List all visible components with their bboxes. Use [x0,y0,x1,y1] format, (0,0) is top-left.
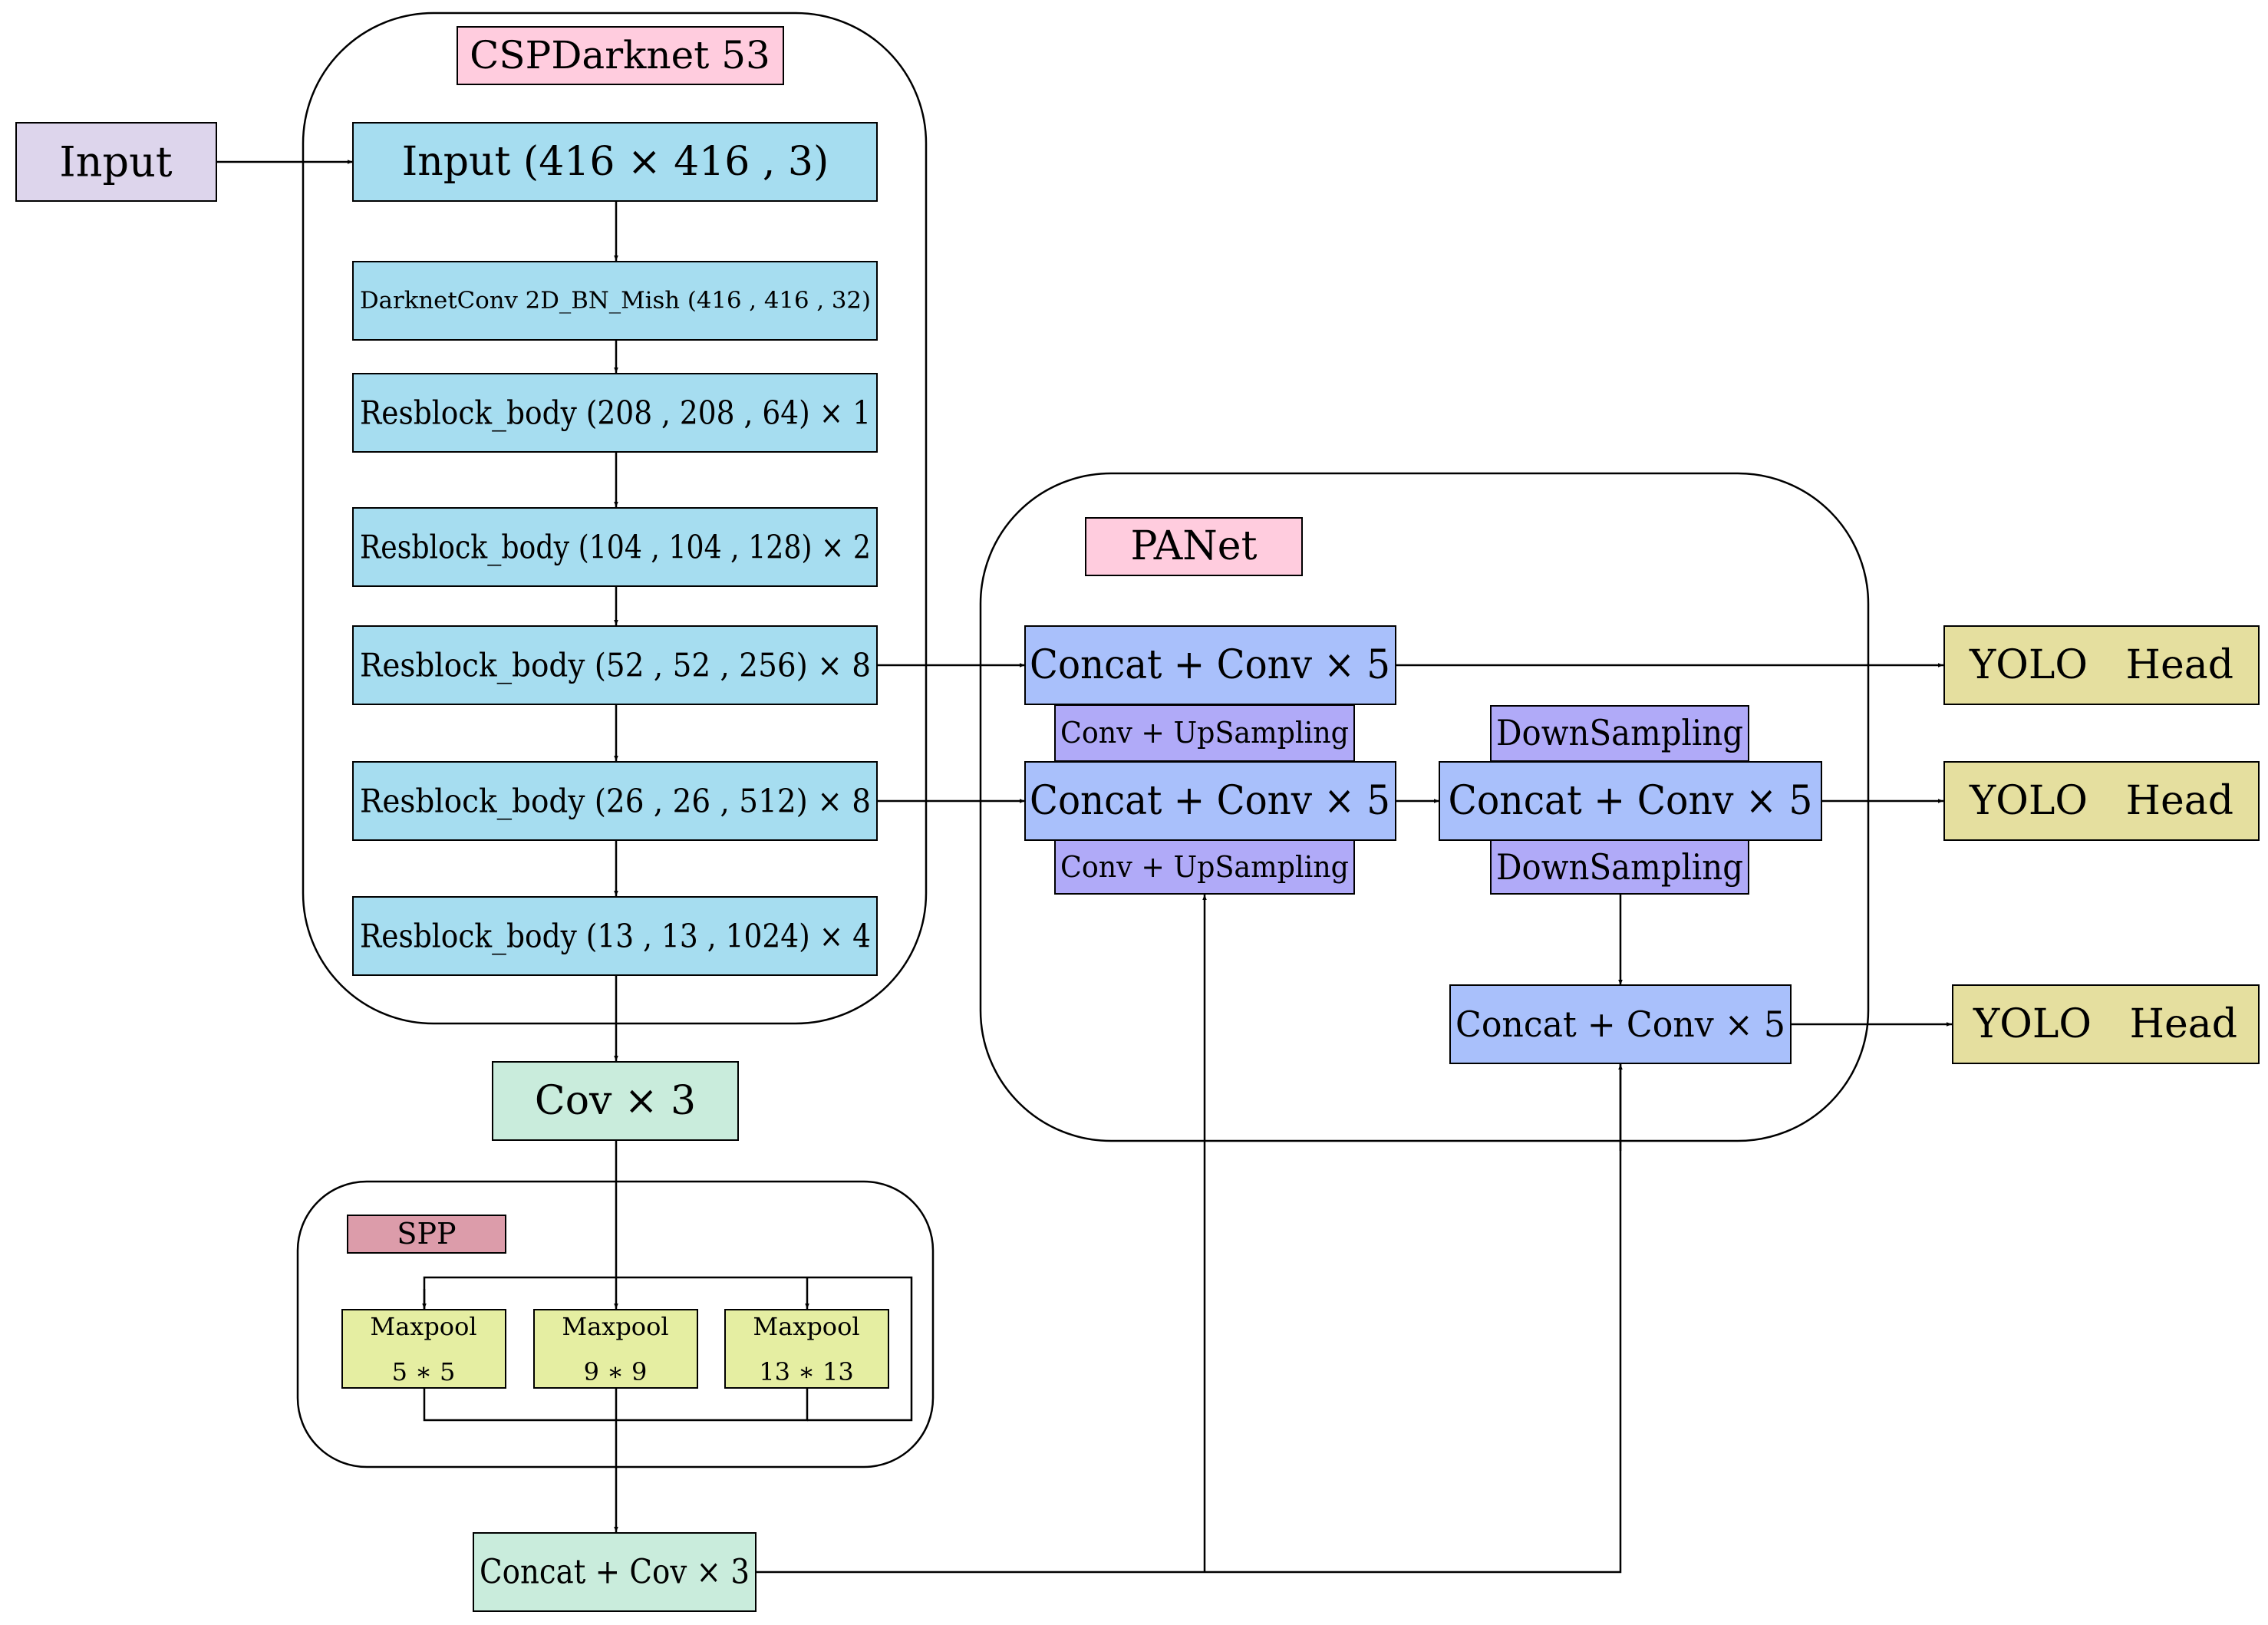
maxpool-9-name: Maxpool [562,1312,668,1341]
resblock-104-text: Resblock_body (104 , 104 , 128) × 2 [360,529,871,566]
panet-upsampling-bottom-node: Conv + UpSampling [1054,839,1355,895]
connectors [216,160,1952,1574]
backbone-input-text: Input (416 × 416 , 3) [402,139,829,185]
darknetconv-block: DarknetConv 2D_BN_Mish (416 , 416 , 32) [352,261,878,341]
panet-concat-bottom-box [1449,984,1792,1064]
maxpool-13-node: Maxpool 13 ∗ 13 [724,1309,889,1389]
cspdarknet-title: CSPDarknet 53 [457,26,784,85]
resblock-13-block: Resblock_body (13 , 13 , 1024) × 4 [352,896,878,976]
panet-upsampling-top-node: Conv + UpSampling [1054,704,1355,762]
panet-group [979,472,1870,1142]
maxpool-5-box [341,1309,506,1389]
resblock-208-box [352,373,878,453]
yolo-head-2-text: YOLO Head [1969,778,2233,824]
panet-downsampling-top-box [1490,705,1749,762]
panet-downsampling-bottom-node: DownSampling [1490,839,1749,895]
maxpool-5-node: Maxpool 5 ∗ 5 [341,1309,506,1389]
maxpool-13-name: Maxpool [753,1312,859,1341]
resblock-26-text: Resblock_body (26 , 26 , 512) × 8 [360,783,871,820]
panet-concat-top-text: Concat + Conv × 5 [1030,642,1390,688]
maxpool-13-box [724,1309,889,1389]
resblock-52-box [352,625,878,705]
resblock-52-text: Resblock_body (52 , 52 , 256) × 8 [360,647,871,684]
panet-downsampling-bottom-box [1490,839,1749,895]
panet-concat-bottom-node: Concat + Conv × 5 [1449,984,1792,1064]
spp-title: SPP [347,1215,506,1254]
input-node: Input [15,122,217,202]
maxpool-13-size: 13 ∗ 13 [759,1357,854,1386]
cspdarknet-group [302,12,928,1025]
yolo-head-2-box [1943,761,2260,841]
cspdarknet-title-box [457,26,784,85]
panet-concat-mid-box [1024,761,1396,841]
backbone-input-box [352,122,878,202]
yolo-head-3-box [1952,984,2260,1064]
maxpool-9-box [533,1309,698,1389]
panet-concat-mid-right-text: Concat + Conv × 5 [1449,778,1813,824]
yolo-head-1-text: YOLO Head [1969,642,2233,688]
input-box [15,122,217,202]
resblock-52-block: Resblock_body (52 , 52 , 256) × 8 [352,625,878,705]
yolo-head-1-box [1943,625,2260,705]
yolo-head-3-node: YOLO Head [1952,984,2260,1064]
panet-concat-top-box [1024,625,1396,705]
darknetconv-text: DarknetConv 2D_BN_Mish (416 , 416 , 32) [360,288,871,315]
resblock-104-box [352,507,878,587]
backbone-input-block: Input (416 × 416 , 3) [352,122,878,202]
panet-upsampling-bottom-box [1054,839,1355,895]
panet-title-box [1085,517,1303,576]
panet-title: PANet [1085,517,1303,576]
panet-concat-mid-right-node: Concat + Conv × 5 [1439,761,1822,841]
yolo-head-2-node: YOLO Head [1943,761,2260,841]
panet-upsampling-top-box [1054,704,1355,762]
conv3-box [492,1061,739,1141]
darknetconv-box [352,261,878,341]
maxpool-5-size: 5 ∗ 5 [392,1357,456,1386]
spp-title-text: SPP [397,1217,456,1251]
maxpool-9-node: Maxpool 9 ∗ 9 [533,1309,698,1389]
panet-upsampling-bottom-text: Conv + UpSampling [1060,850,1349,884]
panet-downsampling-bottom-text: DownSampling [1496,846,1743,888]
yolo-head-1-node: YOLO Head [1943,625,2260,705]
input-label: Input [59,138,172,186]
spp-title-box [347,1215,506,1254]
concat-conv3-box [473,1532,757,1612]
conv3-node: Cov × 3 [492,1061,739,1141]
maxpool-9-size: 9 ∗ 9 [584,1357,648,1386]
concat-conv3-node: Concat + Cov × 3 [473,1532,757,1612]
panet-downsampling-top-node: DownSampling [1490,705,1749,762]
panet-concat-mid-node: Concat + Conv × 5 [1024,761,1396,841]
resblock-104-block: Resblock_body (104 , 104 , 128) × 2 [352,507,878,587]
panet-concat-bottom-text: Concat + Conv × 5 [1455,1004,1785,1045]
resblock-26-box [352,761,878,841]
panet-concat-top-node: Concat + Conv × 5 [1024,625,1396,705]
panet-concat-mid-text: Concat + Conv × 5 [1030,778,1390,824]
cspdarknet-title-text: CSPDarknet 53 [470,33,770,77]
edge-concat-to-panet [756,1064,1622,1574]
concat-conv3-text: Concat + Cov × 3 [480,1553,750,1592]
resblock-208-text: Resblock_body (208 , 208 , 64) × 1 [360,394,871,432]
maxpool-5-name: Maxpool [370,1312,476,1341]
resblock-13-box [352,896,878,976]
panet-downsampling-top-text: DownSampling [1496,712,1743,753]
yolo-head-3-text: YOLO Head [1973,1001,2237,1047]
panet-title-text: PANet [1131,523,1258,569]
conv3-text: Cov × 3 [535,1078,696,1124]
resblock-26-block: Resblock_body (26 , 26 , 512) × 8 [352,761,878,841]
resblock-208-block: Resblock_body (208 , 208 , 64) × 1 [352,373,878,453]
edge-spp-branch-top [423,1276,913,1422]
panet-upsampling-top-text: Conv + UpSampling [1060,716,1349,750]
resblock-13-text: Resblock_body (13 , 13 , 1024) × 4 [360,918,871,955]
